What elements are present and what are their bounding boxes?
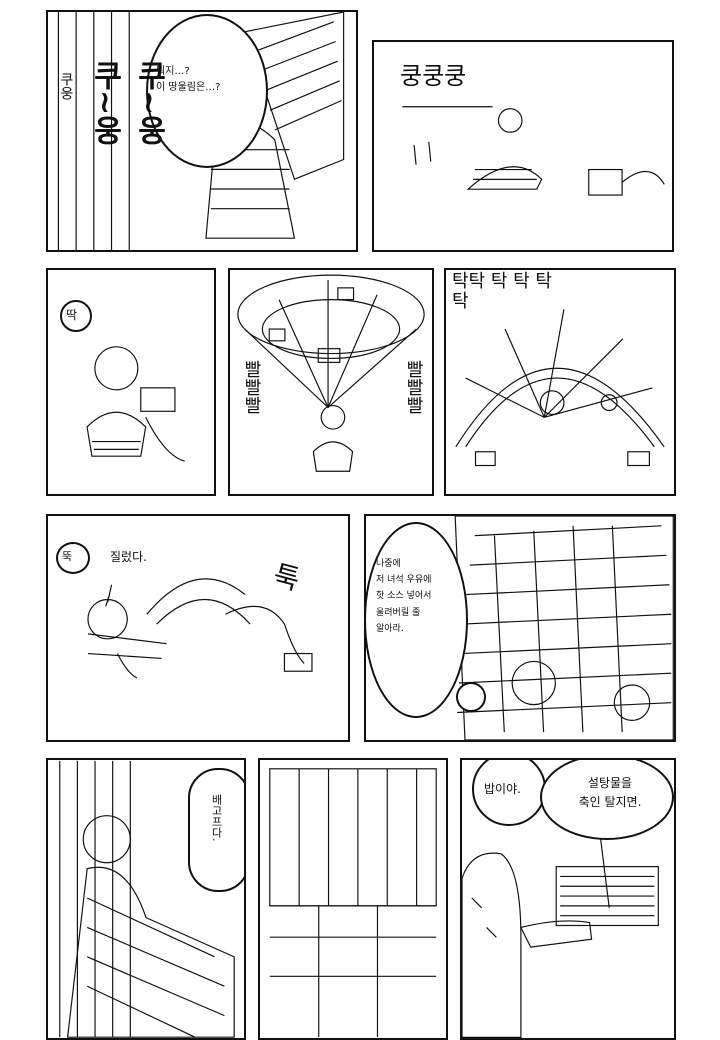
panel-1-art bbox=[57, 12, 345, 250]
speech-bubble bbox=[366, 522, 468, 718]
panel-7: 나중에 저 녀석 우유에 핫 소스 넣어서 울려버릴 줄 알아라. bbox=[364, 514, 676, 742]
panel-10-art bbox=[462, 829, 659, 1038]
panel-2-art bbox=[402, 106, 665, 196]
panel-8-art bbox=[59, 760, 235, 1038]
sfx-click: 딱 bbox=[66, 308, 78, 322]
speech-bubble bbox=[146, 14, 268, 168]
speech-text: 뭐지…? 이 땅울림은…? bbox=[156, 66, 221, 93]
panel-6-art bbox=[87, 578, 313, 679]
sfx-rumble-small: 쿠웅 bbox=[58, 72, 74, 100]
sfx-balloon bbox=[60, 300, 92, 332]
sfx-balloon bbox=[56, 542, 90, 574]
panel-1: 뭐지…? 이 땅울림은…? 쿠~웅 쿠~웅 쿠웅 bbox=[46, 10, 358, 252]
sfx-balloon bbox=[456, 682, 486, 712]
panel-8: 배고프다. bbox=[46, 758, 246, 1040]
panel-3-art bbox=[86, 346, 185, 462]
panel-2: 쿵쿵쿵 bbox=[372, 40, 674, 252]
sfx-rumble-big: 쿠~웅 쿠~웅 bbox=[87, 60, 166, 146]
sfx-tap: 탁탁 탁 탁 탁 탁 bbox=[452, 271, 552, 312]
sfx-snap: 뚝 bbox=[62, 550, 73, 563]
speech-bubble bbox=[188, 768, 244, 892]
panel-10: 밥이야. 설탕물을 축인 탈지면. bbox=[460, 758, 676, 1040]
panel-3: 딱 bbox=[46, 268, 216, 496]
panel-5: 탁탁 탁 탁 탁 탁 bbox=[444, 268, 676, 496]
panel-9-art bbox=[269, 768, 437, 1038]
caption-text: 질렀다. bbox=[110, 550, 147, 564]
sfx-rotate-left: 빨빨빨 bbox=[241, 360, 262, 414]
speech-text: 배고프다. bbox=[210, 794, 224, 842]
panel-4-art bbox=[237, 274, 425, 472]
speech-text: 설탕물을 축인 탈지면. bbox=[578, 776, 642, 809]
panel-6: 뚝 질렀다. 툭 bbox=[46, 514, 350, 742]
speech-bubble bbox=[540, 760, 674, 840]
panel-9 bbox=[258, 758, 448, 1040]
speech-text: 나중에 저 녀석 우유에 핫 소스 넣어서 울려버릴 줄 알아라. bbox=[376, 559, 432, 634]
sfx-thump: 쿵쿵쿵 bbox=[400, 62, 467, 90]
panel-5-art bbox=[455, 309, 665, 467]
panel-4: 빨빨빨 빨빨빨 bbox=[228, 268, 434, 496]
speech-text: 밥이야. bbox=[484, 782, 521, 796]
sfx-rotate-right: 빨빨빨 bbox=[403, 360, 424, 414]
